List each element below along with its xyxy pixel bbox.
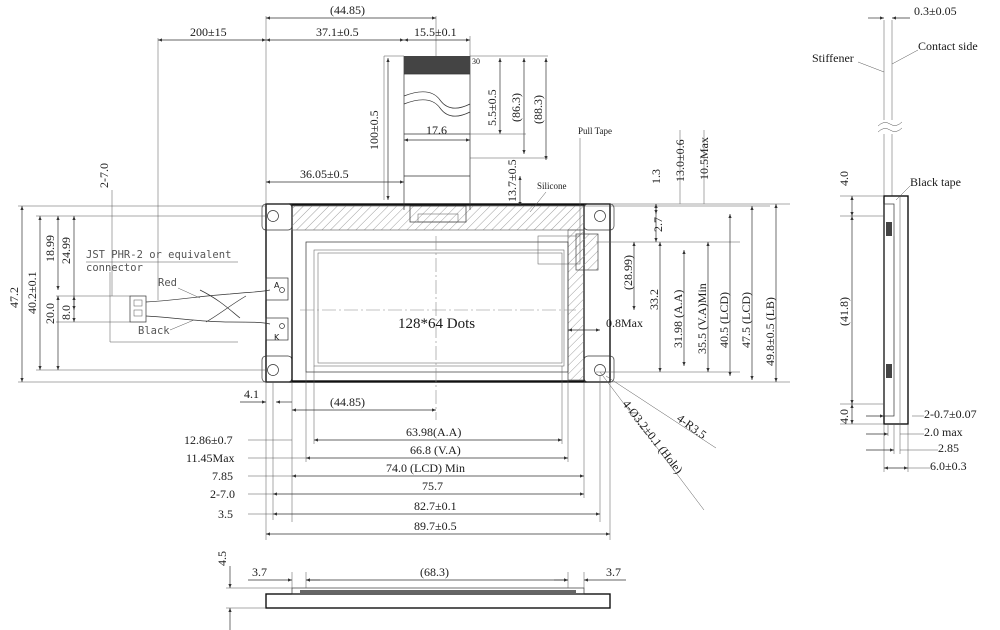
fpc-cable: 30 bbox=[403, 56, 480, 223]
active-area bbox=[313, 249, 565, 367]
silicone-band bbox=[291, 205, 585, 231]
dim-top-44-85: (44.85) bbox=[330, 3, 365, 17]
dim-13-7: 13.7±0.5 bbox=[505, 159, 519, 202]
dim-47-2: 47.2 bbox=[7, 287, 21, 308]
dim-66-8: 66.8 (V.A) bbox=[410, 443, 461, 457]
dim-41-8: (41.8) bbox=[837, 297, 851, 326]
dim-2-7-mid: 2.7 bbox=[651, 217, 665, 232]
right-dimensions: 1.3 13.0±0.6 10.5Max 2.7 (28.99) 33.2 31… bbox=[568, 130, 790, 383]
dim-8-0: 8.0 bbox=[59, 305, 73, 320]
dim-17-6: 17.6 bbox=[426, 123, 447, 137]
dim-31-98: 31.98 (A.A) bbox=[671, 290, 685, 348]
top-dimensions: (44.85) 200±15 37.1±0.5 15.5±0.1 100±0.5… bbox=[97, 3, 612, 300]
dim-2-7-top: 2-7.0 bbox=[97, 163, 111, 188]
dim-cable-length: 200±15 bbox=[190, 25, 227, 39]
dim-36-05: 36.05±0.5 bbox=[300, 167, 349, 181]
silicone-label: Silicone bbox=[537, 181, 567, 191]
dim-28-99: (28.99) bbox=[621, 255, 635, 290]
mounting-hole-tr bbox=[594, 210, 606, 222]
dim-74-0: 74.0 (LCD) Min bbox=[386, 461, 465, 475]
black-tape-label: Black tape bbox=[910, 175, 961, 189]
dim-89-7: 89.7±0.5 bbox=[414, 519, 457, 533]
connector-type-label-2: connector bbox=[86, 262, 143, 274]
module-frame bbox=[265, 203, 611, 383]
dim-3-5: 3.5 bbox=[218, 507, 233, 521]
dim-33-2: 33.2 bbox=[647, 289, 661, 310]
dim-75-7: 75.7 bbox=[422, 479, 443, 493]
front-view: 128*64 Dots 30 bbox=[86, 56, 615, 420]
stiffener-label: Stiffener bbox=[812, 51, 854, 65]
dim-7-85: 7.85 bbox=[212, 469, 233, 483]
dim-88-3: (88.3) bbox=[531, 95, 545, 124]
dim-86-3: (86.3) bbox=[509, 93, 523, 122]
red-wire-label: Red bbox=[158, 277, 177, 289]
viewing-area bbox=[305, 241, 569, 373]
dim-49-8: 49.8±0.5 (LB) bbox=[763, 297, 777, 366]
dim-40-2: 40.2±0.1 bbox=[25, 271, 39, 314]
connector-type-label: JST PHR-2 or equivalent bbox=[86, 249, 231, 261]
dim-4-5: 4.5 bbox=[215, 551, 229, 566]
pin-a-label: A bbox=[274, 281, 280, 290]
dim-5-5: 5.5±0.5 bbox=[485, 89, 499, 126]
lcd-glass bbox=[291, 204, 585, 382]
dim-12-86: 12.86±0.7 bbox=[184, 433, 233, 447]
mounting-hole-br bbox=[594, 364, 606, 376]
dim-63-98: 63.98(A.A) bbox=[406, 425, 461, 439]
dim-11-45: 11.45Max bbox=[186, 451, 235, 465]
fpc-pin-number: 30 bbox=[472, 57, 480, 66]
mounting-hole-tl bbox=[267, 210, 279, 222]
dim-6-0: 6.0±0.3 bbox=[930, 459, 967, 473]
dim-2-0-7: 2-0.7±0.07 bbox=[924, 407, 977, 421]
left-dimensions: 47.2 40.2±0.1 18.99 24.99 20.0 8.0 bbox=[7, 205, 266, 383]
fpc-contacts bbox=[404, 56, 470, 74]
dim-bottom-44-85: (44.85) bbox=[330, 395, 365, 409]
dim-40-5: 40.5 (LCD) bbox=[717, 292, 731, 348]
dim-10-5: 10.5Max bbox=[697, 137, 711, 180]
dim-3-7-right: 3.7 bbox=[606, 565, 621, 579]
active-area-inner bbox=[317, 252, 563, 364]
bottom-dimensions: 4.1 (44.85) 63.98(A.A) 66.8 (V.A) 74.0 (… bbox=[184, 366, 717, 540]
dim-2-85: 2.85 bbox=[938, 441, 959, 455]
dim-4-0-top: 4.0 bbox=[837, 171, 851, 186]
pin-a-pad bbox=[265, 277, 289, 301]
dim-4-1: 4.1 bbox=[244, 387, 259, 401]
hole-callout: 4-Ø3.2±0.1 (Hole) bbox=[620, 397, 686, 476]
side-frame bbox=[265, 593, 611, 609]
dim-82-7: 82.7±0.1 bbox=[414, 499, 457, 513]
dim-15-5: 15.5±0.1 bbox=[414, 25, 457, 39]
dim-47-5: 47.5 (LCD) bbox=[739, 292, 753, 348]
mounting-hole-bl bbox=[267, 364, 279, 376]
dots-label: 128*64 Dots bbox=[398, 316, 475, 332]
contact-side-label: Contact side bbox=[918, 39, 978, 53]
dim-68-3: (68.3) bbox=[420, 565, 449, 579]
pin-k-label: K bbox=[274, 333, 280, 342]
dim-4-0-bottom: 4.0 bbox=[837, 409, 851, 424]
pin-k-pad bbox=[265, 317, 289, 341]
dim-100: 100±0.5 bbox=[367, 110, 381, 150]
dim-18-99: 18.99 bbox=[43, 235, 57, 262]
pull-tape-label: Pull Tape bbox=[578, 126, 612, 136]
dim-13-0: 13.0±0.6 bbox=[673, 139, 687, 182]
pull-tape-tab bbox=[575, 233, 599, 271]
dim-2-7-bottom: 2-7.0 bbox=[210, 487, 235, 501]
backlight-wires: A K JST PHR-2 or equivalent connector Re… bbox=[86, 249, 289, 343]
dim-2-0-max: 2.0 max bbox=[924, 425, 963, 439]
dim-20-0: 20.0 bbox=[43, 303, 57, 324]
bottom-side-view: 4.5 3.7 (68.3) 3.7 bbox=[215, 551, 626, 630]
dim-24-99: 24.99 bbox=[59, 237, 73, 264]
radius-callout: 4-R3.5 bbox=[674, 411, 709, 442]
dim-0-8-max: 0.8Max bbox=[606, 316, 643, 330]
connector-housing bbox=[129, 295, 147, 323]
right-side-view: 0.3±0.05 Stiffener Contact side Black ta… bbox=[812, 4, 978, 473]
dim-3-7-left: 3.7 bbox=[252, 565, 267, 579]
dim-0-3: 0.3±0.05 bbox=[914, 4, 957, 18]
dim-35-5: 35.5 (V.A)Min bbox=[695, 283, 709, 354]
dim-1-3: 1.3 bbox=[649, 169, 663, 184]
black-wire-label: Black bbox=[138, 325, 170, 337]
dim-37-1: 37.1±0.5 bbox=[316, 25, 359, 39]
